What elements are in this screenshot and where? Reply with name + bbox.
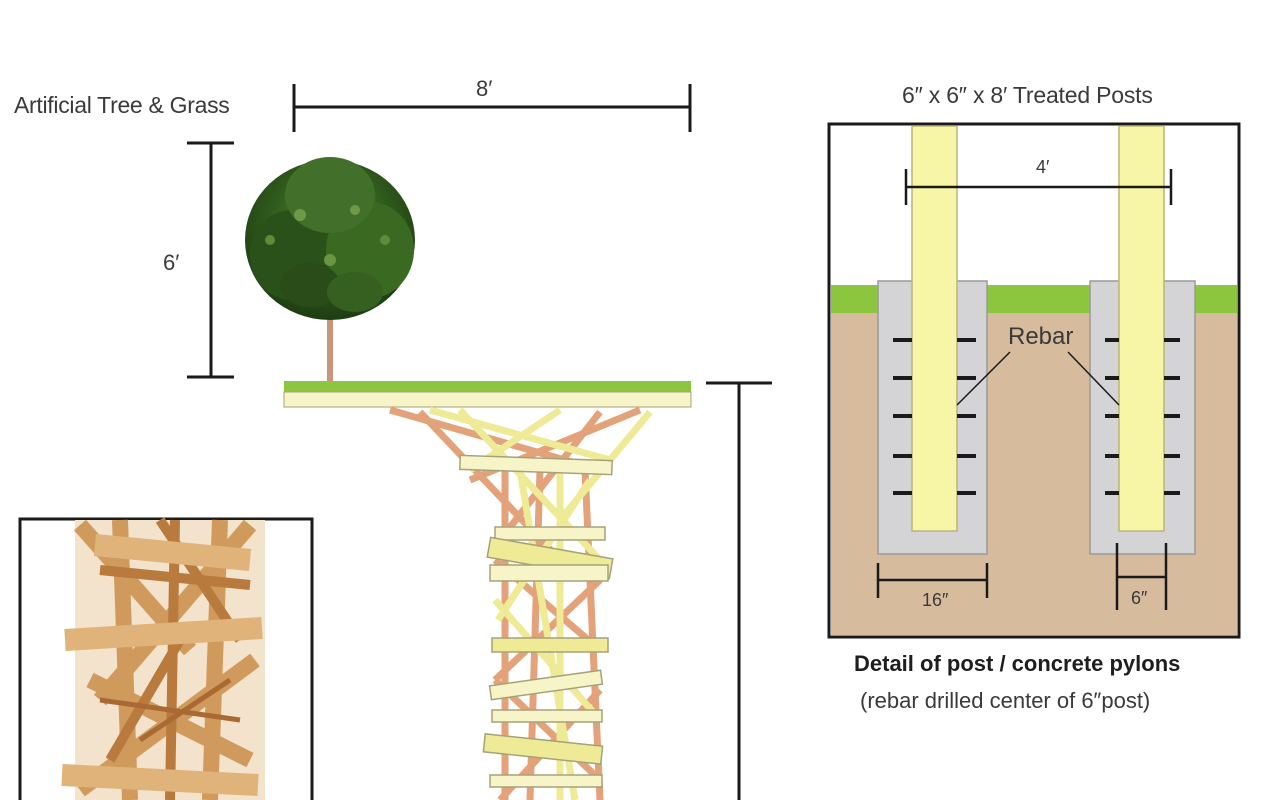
platform [283,381,692,408]
rebar-label: Rebar [1008,323,1074,350]
pylon-width-label: 16″ [922,590,949,610]
detail-title: Detail of post / concrete pylons [854,651,1181,676]
pylon-detail-box [827,122,1241,639]
pylon-width-dimension [876,563,989,598]
post-spacing-dimension [904,169,1173,205]
width-dimension-label: 8′ [476,76,493,101]
post-width-label: 6″ [1131,588,1148,608]
post-spacing-label: 4′ [1036,157,1050,177]
total-height-dimension-line [706,381,772,800]
post-width-dimension [1115,543,1168,610]
rebar-leader-lines [956,351,1120,406]
wood-tower [389,406,653,800]
detail-note: (rebar drilled center of 6″post) [860,688,1151,713]
wood-sculpture-photo [18,517,314,800]
height-dimension-label: 6′ [163,250,180,275]
posts-title: 6″ x 6″ x 8′ Treated Posts [902,82,1153,108]
tree-icon [245,157,415,382]
height-dimension-line [187,141,234,379]
tree-grass-label: Artificial Tree & Grass [14,92,230,118]
width-dimension-line [292,84,692,132]
